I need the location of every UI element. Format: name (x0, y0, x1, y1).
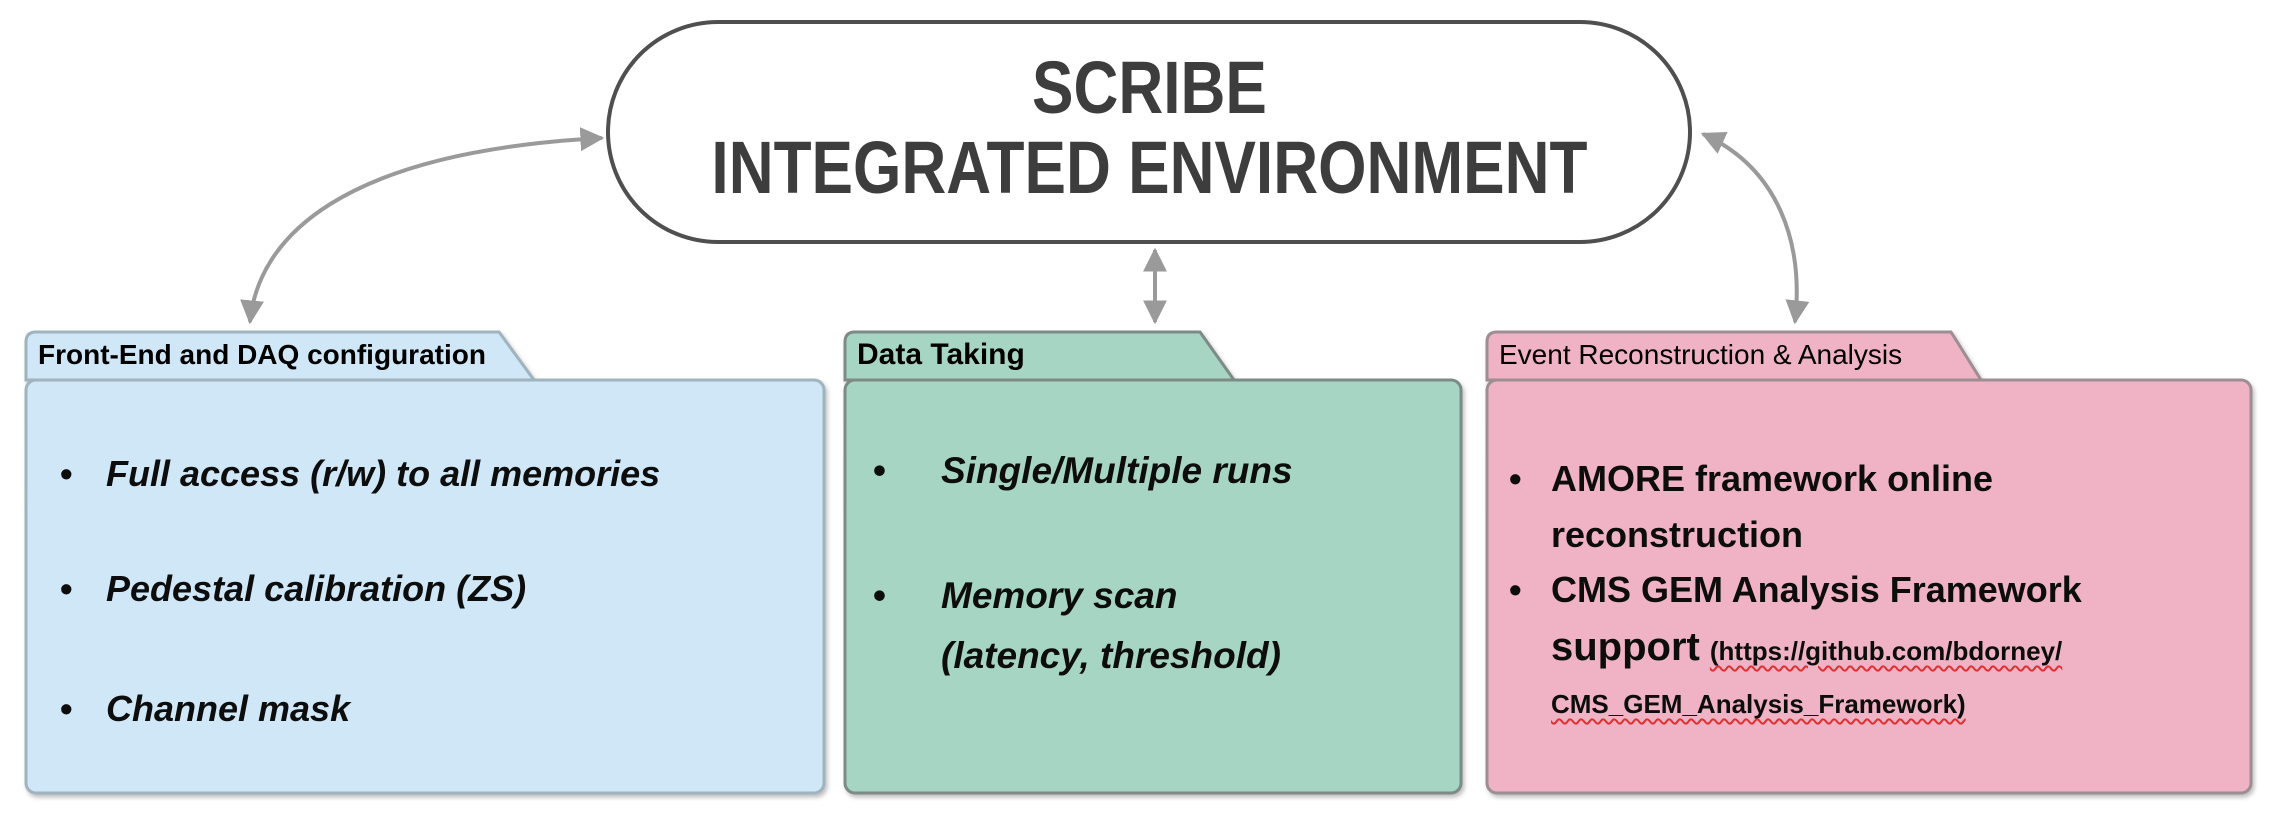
bullet-icon: • (1509, 569, 1522, 610)
arrow-ellipse-to-eventreco-icon (1700, 132, 1810, 325)
arrow-ellipse-to-frontend-icon (240, 127, 605, 325)
bullet-icon: • (873, 575, 886, 616)
list-item-text: Channel mask (106, 688, 351, 729)
list-item-line: reconstruction (1551, 514, 1804, 555)
list-item: • Channel mask (60, 687, 350, 731)
folder-shape (24, 330, 826, 795)
github-url-text: (https://github.com/bdorney/ (1709, 636, 2063, 666)
list-item-text: AMORE framework online reconstruction (1551, 451, 1993, 563)
folder-shape (1485, 330, 2253, 795)
folder-data-taking: Data Taking • Single/Multiple runs • Mem… (843, 330, 1463, 795)
list-item-line: CMS GEM Analysis Framework (1551, 569, 2082, 610)
tab-label-event-reco: Event Reconstruction & Analysis (1499, 339, 1903, 370)
list-item-text: Full access (r/w) to all memories (106, 453, 661, 494)
list-item: • Single/Multiple runs (873, 448, 1293, 494)
list-item: • Memory scan (latency, threshold) (873, 566, 1281, 686)
tab-label-data-taking: Data Taking (857, 338, 1025, 371)
list-item-line: CMS_GEM_Analysis_Framework) (1551, 680, 2082, 725)
list-item: • Pedestal calibration (ZS) (60, 567, 526, 611)
scribe-title-line2: INTEGRATED ENVIRONMENT (710, 126, 1588, 209)
folder-event-reco: Event Reconstruction & Analysis • AMORE … (1485, 330, 2253, 795)
bullet-icon: • (60, 568, 73, 609)
list-item: • Full access (r/w) to all memories (60, 452, 660, 496)
list-item-text: CMS GEM Analysis Framework support (https… (1551, 562, 2082, 725)
bullet-icon: • (60, 453, 73, 494)
support-label: support (1551, 625, 1700, 669)
github-url-text: CMS_GEM_Analysis_Framework) (1551, 689, 1966, 719)
list-item-line: (latency, threshold) (941, 635, 1281, 676)
list-item: • CMS GEM Analysis Framework support (htt… (1509, 562, 2082, 725)
list-item-line: AMORE framework online (1551, 458, 1994, 499)
list-item-text: Memory scan (latency, threshold) (941, 566, 1281, 686)
list-item: • AMORE framework online reconstruction (1509, 451, 1993, 563)
scribe-title-line1: SCRIBE (1031, 46, 1267, 130)
bullet-icon: • (60, 688, 73, 729)
folder-shape (843, 330, 1463, 795)
scribe-title: SCRIBE INTEGRATED ENVIRONMENT (711, 48, 1587, 208)
bullet-icon: • (1509, 458, 1522, 499)
scribe-node: SCRIBE INTEGRATED ENVIRONMENT (606, 20, 1692, 244)
list-item-line: Memory scan (941, 575, 1178, 616)
tab-label-frontend-daq: Front-End and DAQ configuration (38, 339, 486, 370)
folder-frontend-daq: Front-End and DAQ configuration • Full a… (24, 330, 826, 795)
bullet-icon: • (873, 450, 886, 491)
list-item-text: Pedestal calibration (ZS) (106, 568, 527, 609)
list-item-line: support (https://github.com/bdorney/ (1551, 618, 2082, 680)
list-item-text: Single/Multiple runs (941, 450, 1293, 491)
